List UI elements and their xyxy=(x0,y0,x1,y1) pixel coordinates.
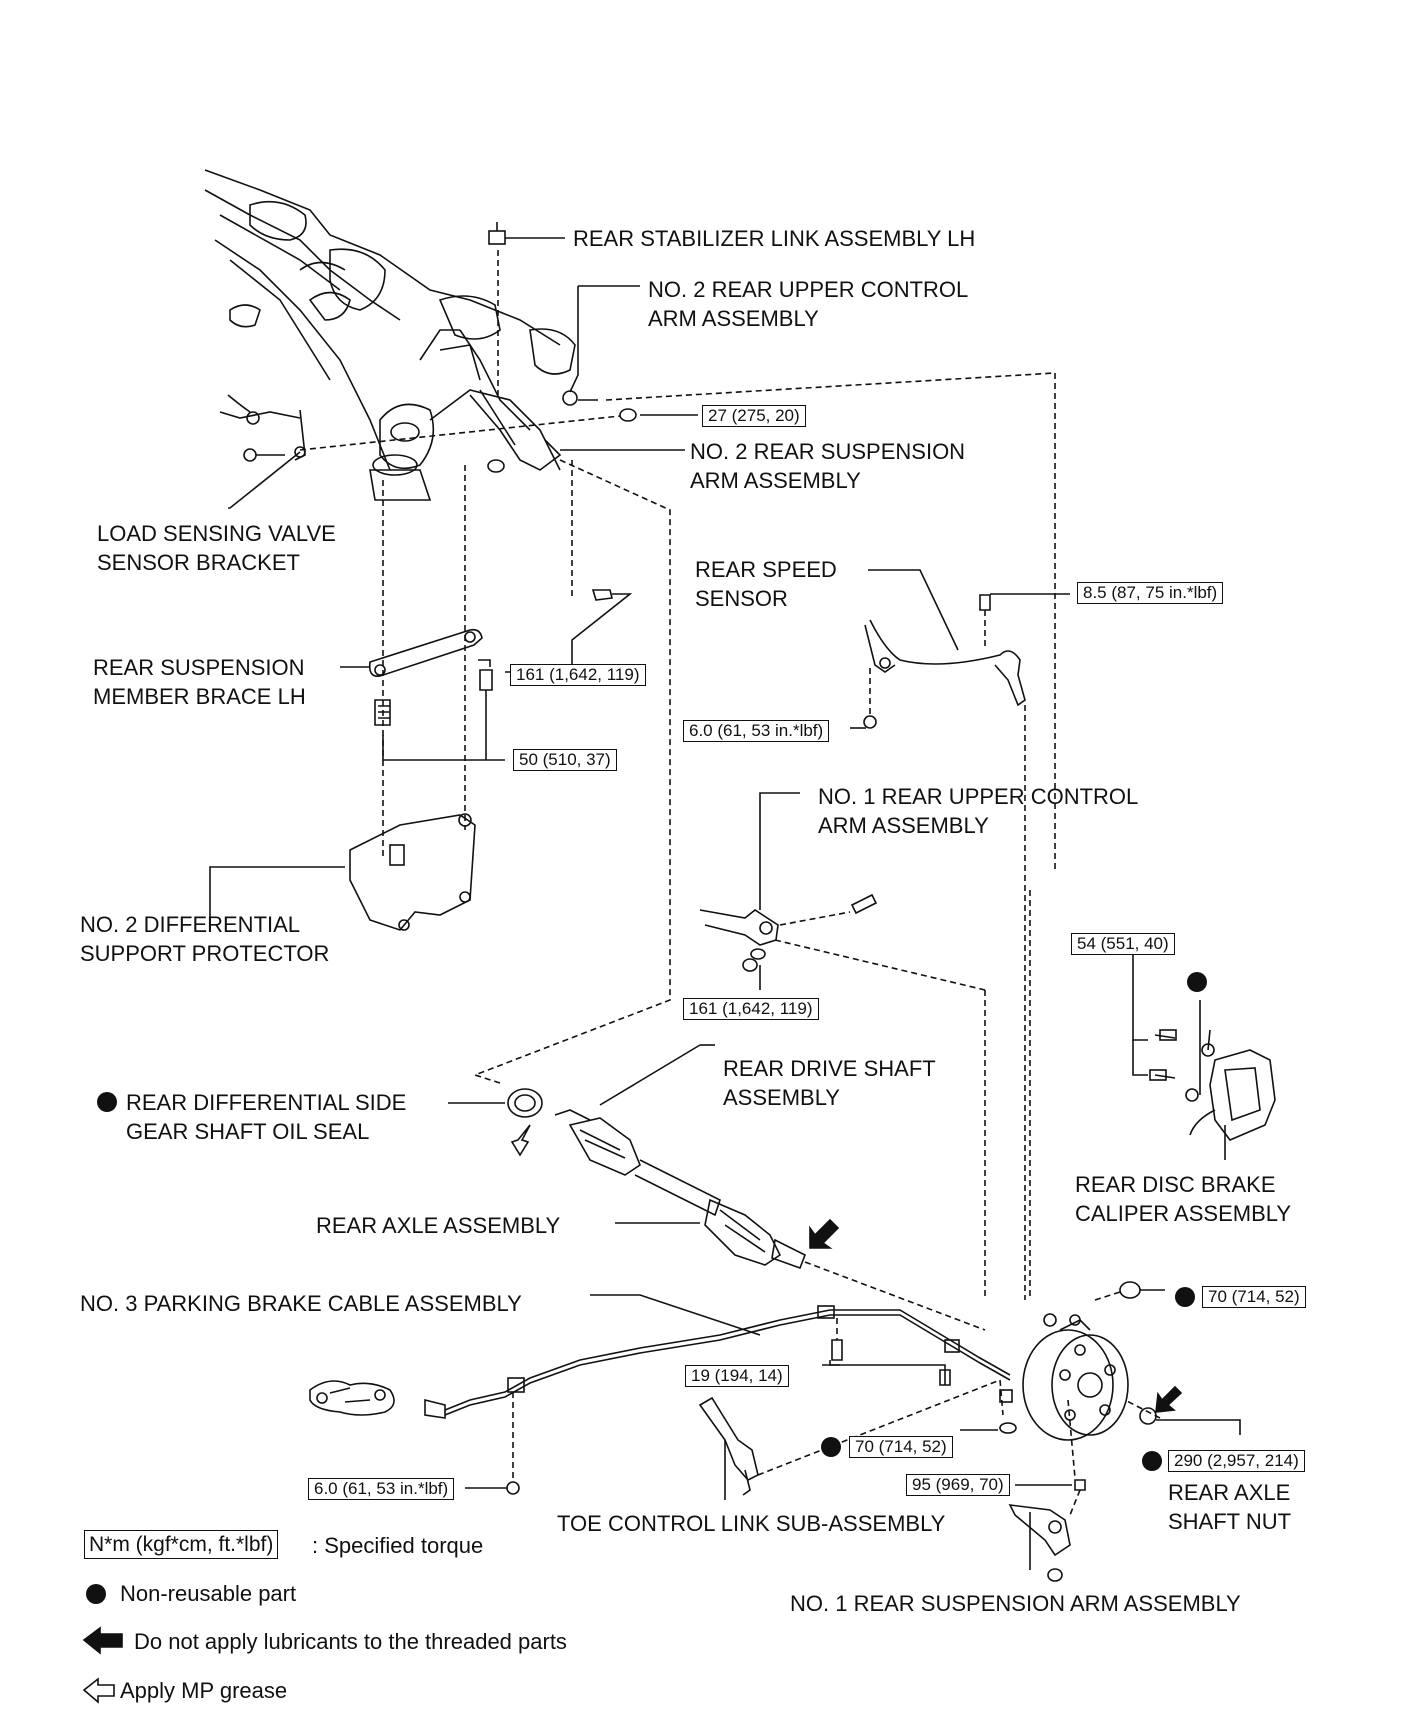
label-load-sensing-bracket-1: LOAD SENSING VALVE xyxy=(97,521,336,546)
torque-70-b: 70 (714, 52) xyxy=(849,1436,953,1458)
legend-non-reusable-dot xyxy=(86,1584,106,1604)
label-differential-protector-2: SUPPORT PROTECTOR xyxy=(80,941,330,966)
load-sensing-bracket-drawing xyxy=(219,394,306,509)
torque-6-0-a: 6.0 (61, 53 in.*lbf) xyxy=(683,720,830,742)
torque-27: 27 (275, 20) xyxy=(702,405,806,427)
label-no1-suspension-arm: NO. 1 REAR SUSPENSION ARM ASSEMBLY xyxy=(790,1591,1241,1616)
torque-161-b: 161 (1,642, 119) xyxy=(683,998,819,1020)
label-disc-brake-caliper-2: CALIPER ASSEMBLY xyxy=(1075,1201,1292,1226)
label-no2-upper-control-arm-2: ARM ASSEMBLY xyxy=(648,306,819,331)
label-no2-suspension-arm-1: NO. 2 REAR SUSPENSION xyxy=(690,439,966,464)
rear-speed-sensor-drawing xyxy=(850,569,1070,1300)
toe-control-link-drawing xyxy=(698,1379,1017,1500)
label-oil-seal-1: REAR DIFFERENTIAL SIDE xyxy=(126,1090,407,1115)
rear-suspension-member-drawing xyxy=(204,169,576,501)
torque-161-a: 161 (1,642, 119) xyxy=(510,664,646,686)
non-reusable-dot-oil-seal xyxy=(97,1092,117,1112)
torque-50: 50 (510, 37) xyxy=(513,749,617,771)
label-no2-suspension-arm-2: ARM ASSEMBLY xyxy=(690,468,861,493)
disc-brake-caliper-drawing xyxy=(1132,944,1276,1160)
mp-grease-arrow-icon xyxy=(82,1677,115,1704)
label-axle-shaft-nut-1: REAR AXLE xyxy=(1168,1480,1291,1505)
label-no1-upper-control-arm-1: NO. 1 REAR UPPER CONTROL xyxy=(818,784,1139,809)
legend-torque-key: N*m (kgf*cm, ft.*lbf) xyxy=(84,1530,279,1559)
label-oil-seal-2: GEAR SHAFT OIL SEAL xyxy=(126,1119,370,1144)
drive-shaft-drawing xyxy=(554,1044,986,1331)
label-parking-brake-cable: NO. 3 PARKING BRAKE CABLE ASSEMBLY xyxy=(80,1291,522,1316)
torque-95: 95 (969, 70) xyxy=(906,1474,1010,1496)
legend-no-lubricant: Do not apply lubricants to the threaded … xyxy=(134,1629,567,1654)
label-rear-speed-sensor-1: REAR SPEED xyxy=(695,557,837,582)
label-rear-axle: REAR AXLE ASSEMBLY xyxy=(316,1213,561,1238)
rear-axle-hub-drawing xyxy=(999,1281,1241,1441)
legend-mp-grease: Apply MP grease xyxy=(120,1678,288,1703)
torque-54: 54 (551, 40) xyxy=(1071,933,1175,955)
differential-protector-drawing xyxy=(209,813,476,931)
parking-brake-cable-drawing xyxy=(309,1294,1011,1495)
label-disc-brake-caliper-1: REAR DISC BRAKE xyxy=(1075,1172,1276,1197)
stabilizer-link-bolt-drawing xyxy=(488,222,565,245)
label-member-brace-1: REAR SUSPENSION xyxy=(93,655,305,680)
non-reusable-dot-290 xyxy=(1142,1451,1162,1471)
member-brace-drawing xyxy=(340,628,505,761)
legend-non-reusable: Non-reusable part xyxy=(120,1581,297,1606)
torque-19: 19 (194, 14) xyxy=(685,1365,789,1387)
legend-torque-desc: : Specified torque xyxy=(312,1533,484,1558)
non-reusable-dot-70-a xyxy=(1175,1287,1195,1307)
label-rear-speed-sensor-2: SENSOR xyxy=(695,586,788,611)
label-member-brace-2: MEMBER BRACE LH xyxy=(93,684,306,709)
label-rear-stabilizer-link: REAR STABILIZER LINK ASSEMBLY LH xyxy=(573,226,976,251)
no1-upper-control-arm-drawing xyxy=(699,792,986,1300)
label-toe-control-link: TOE CONTROL LINK SUB-ASSEMBLY xyxy=(557,1511,946,1536)
torque-6-0-b: 6.0 (61, 53 in.*lbf) xyxy=(308,1478,455,1500)
label-axle-shaft-nut-2: SHAFT NUT xyxy=(1168,1509,1292,1534)
torque-8-5: 8.5 (87, 75 in.*lbf) xyxy=(1077,582,1224,604)
no1-suspension-arm-drawing xyxy=(1008,1399,1086,1582)
no-lubricant-arrow-icon xyxy=(82,1626,123,1655)
non-reusable-dot-70-b xyxy=(821,1437,841,1457)
label-drive-shaft-1: REAR DRIVE SHAFT xyxy=(723,1056,936,1081)
non-reusable-dot-caliper xyxy=(1187,972,1207,992)
label-no2-upper-control-arm-1: NO. 2 REAR UPPER CONTROL xyxy=(648,277,969,302)
label-differential-protector-1: NO. 2 DIFFERENTIAL xyxy=(80,912,301,937)
label-no1-upper-control-arm-2: ARM ASSEMBLY xyxy=(818,813,989,838)
label-load-sensing-bracket-2: SENSOR BRACKET xyxy=(97,550,300,575)
torque-290: 290 (2,957, 214) xyxy=(1168,1450,1305,1472)
label-drive-shaft-2: ASSEMBLY xyxy=(723,1085,840,1110)
torque-70-a: 70 (714, 52) xyxy=(1202,1286,1306,1308)
